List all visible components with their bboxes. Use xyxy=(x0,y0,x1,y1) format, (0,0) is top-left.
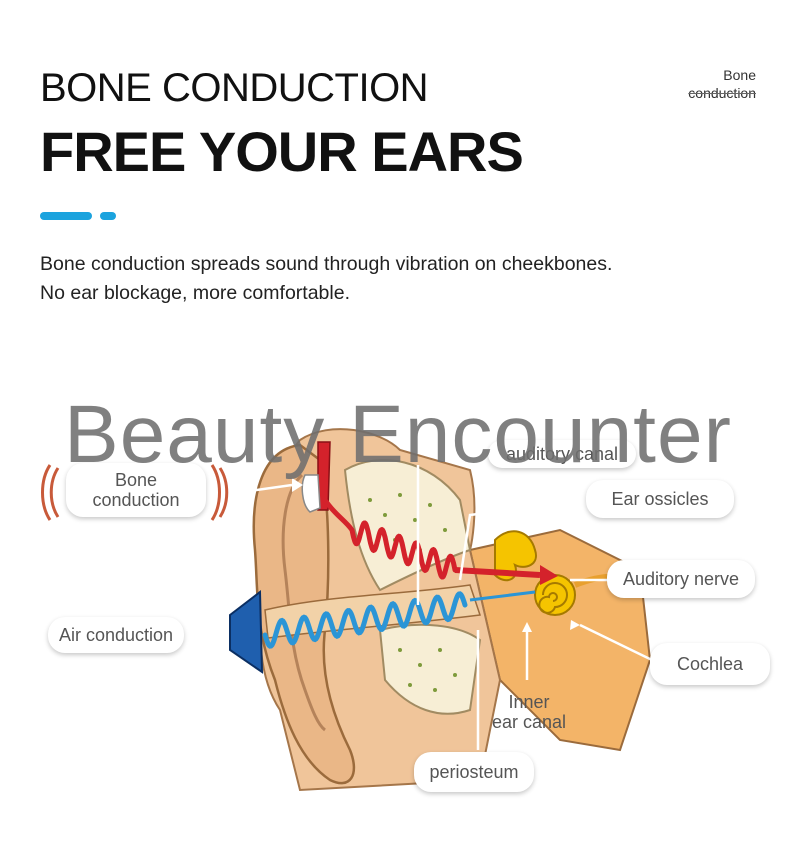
bone-conduction-badge: Bone conduction xyxy=(676,66,756,102)
label-auditory-canal-text: auditory canal xyxy=(505,444,619,464)
accent-bar-short xyxy=(100,212,116,220)
vibration-arrow-head xyxy=(540,565,558,585)
label-periosteum-text: periosteum xyxy=(429,762,519,782)
title-line-1: BONE CONDUCTION xyxy=(40,66,429,110)
right-sound-ring xyxy=(210,464,221,521)
label-air-conduction-text: Air conduction xyxy=(58,625,174,645)
device-earhook xyxy=(301,474,321,513)
cochlea-shape xyxy=(534,574,576,616)
label-auditory-canal: auditory canal xyxy=(488,440,636,468)
accent-bar-long xyxy=(40,212,92,220)
label-periosteum: periosteum xyxy=(414,752,534,792)
watermark: Beauty Encounter xyxy=(64,389,732,480)
title-line-2: FREE YOUR EARS xyxy=(40,120,524,183)
speaker xyxy=(229,590,264,674)
badge-line-1: Bone xyxy=(723,67,756,83)
label-inner-ear-canal-line-1: Inner xyxy=(508,692,550,712)
jaw-bone xyxy=(378,623,482,715)
label-bone-conduction: Bone conduction xyxy=(66,463,206,517)
leader-lines xyxy=(184,465,653,750)
sound-arrow xyxy=(469,590,536,602)
vibration-arrow xyxy=(454,567,541,578)
label-inner-ear-canal: Inner ear canal xyxy=(486,690,572,734)
label-cochlea: Cochlea xyxy=(650,643,770,685)
ear-diagram xyxy=(41,428,653,792)
label-inner-ear-canal-line-2: ear canal xyxy=(491,712,567,732)
left-sound-ring xyxy=(41,464,52,521)
label-bone-conduction-line-2: conduction xyxy=(92,490,180,510)
skull-bone xyxy=(468,528,652,752)
bone-vibration-wave xyxy=(322,497,458,580)
label-cochlea-text: Cochlea xyxy=(676,654,744,674)
label-bone-conduction-line-1: Bone xyxy=(114,470,158,490)
air-sound-wave xyxy=(262,591,468,649)
description: Bone conduction spreads sound through vi… xyxy=(40,250,740,308)
label-ear-ossicles-text: Ear ossicles xyxy=(611,489,709,509)
label-air-conduction: Air conduction xyxy=(48,617,184,653)
description-line-1: Bone conduction spreads sound through vi… xyxy=(40,253,613,275)
label-auditory-nerve: Auditory nerve xyxy=(607,560,755,598)
label-ear-ossicles: Ear ossicles xyxy=(586,480,734,518)
badge-line-2: conduction xyxy=(688,85,756,101)
right-sound-ring-2 xyxy=(218,467,229,518)
leader-arrowheads xyxy=(292,478,580,632)
left-sound-ring-2 xyxy=(49,467,60,518)
ear-ossicles xyxy=(494,530,537,582)
label-auditory-nerve-text: Auditory nerve xyxy=(622,569,740,589)
description-line-2: No ear blockage, more comfortable. xyxy=(40,282,350,304)
